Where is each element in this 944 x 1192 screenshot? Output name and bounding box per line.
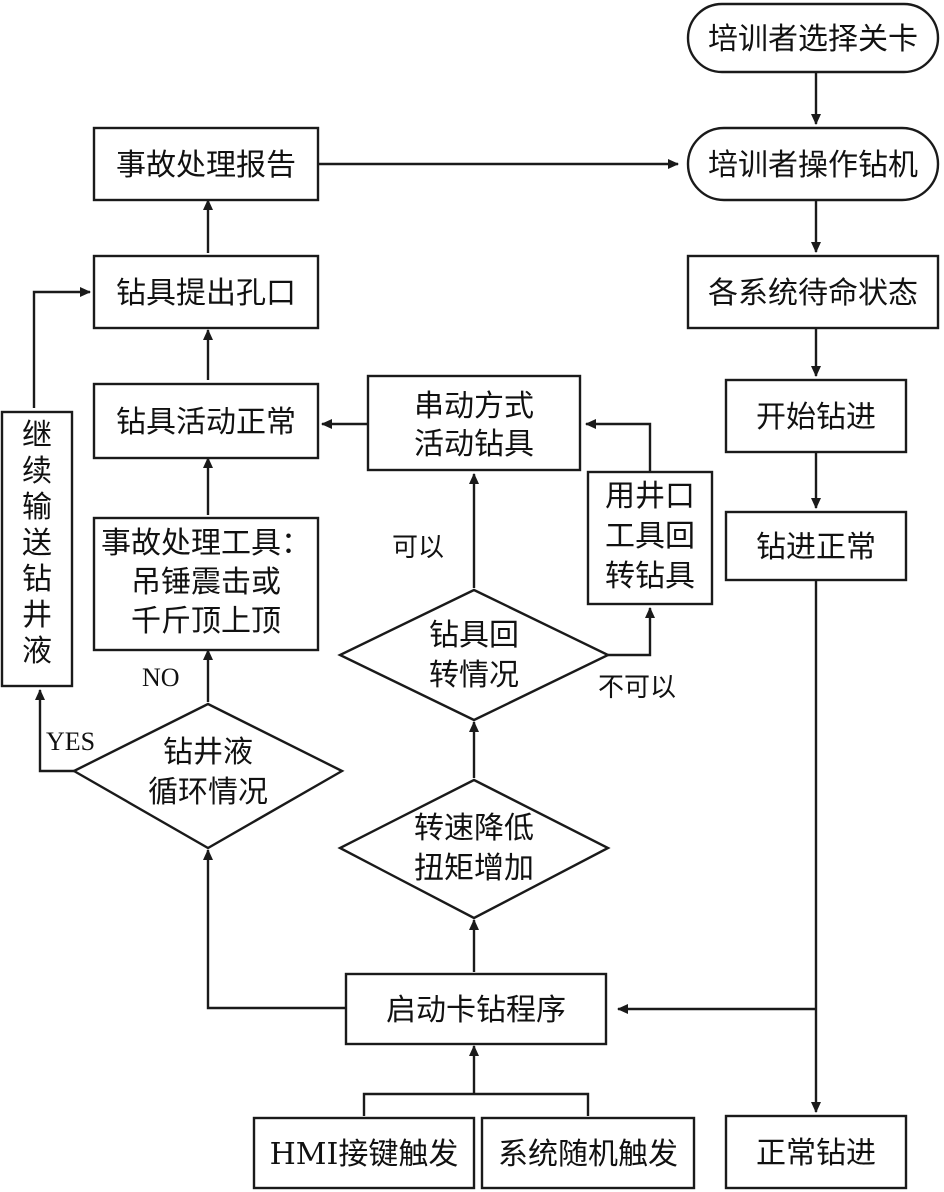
node-continue-fluid: 继 续 输 送 钻 井 液 [0,410,74,688]
node-label-char-4: 送 [22,526,52,561]
node-label-line-2: 转情况 [429,658,519,693]
node-label: 培训者操作钻机 [708,148,918,183]
edge-label-possible: 可以 [392,533,444,563]
edge-continue-to-out [32,287,91,408]
edge-wellhead-to-series [585,419,652,472]
node-fluid-circulation: 钻井液 循环情况 [71,702,345,850]
node-label-char-7: 液 [22,634,52,669]
node-start-stuck-program: 启动卡钻程序 [344,972,608,1046]
node-tool-activity-normal: 钻具活动正常 [92,382,320,460]
edge-labels: YES NO 可以 不可以 [46,533,676,756]
node-label: 正常钻进 [756,1136,876,1171]
node-label: 启动卡钻程序 [386,993,566,1028]
node-tool-out-of-hole: 钻具提出孔口 [92,254,320,330]
node-label-line-1: 钻具回 [429,618,519,653]
node-trainee-operate-rig: 培训者操作钻机 [686,126,940,202]
node-label: 培训者选择关卡 [708,22,918,57]
node-start-drilling: 开始钻进 [724,378,908,454]
node-drilling-normal: 钻进正常 [724,510,908,582]
node-system-random-trigger: 系统随机触发 [480,1116,696,1190]
node-label-char-5: 钻 [22,562,52,597]
node-label: 钻具提出孔口 [116,276,296,311]
node-label-line-1: 转速降低 [414,811,534,846]
edge-label-yes: YES [46,727,95,756]
node-series-activate: 串动方式 活动钻具 [366,374,582,472]
edge-stuck-to-circulation [203,849,346,1010]
node-label-line-1: 钻井液 [163,735,253,770]
node-normal-drilling: 正常钻进 [724,1114,908,1190]
node-label-line-2: 循环情况 [148,775,268,810]
node-systems-standby: 各系统待命状态 [686,254,940,330]
node-label-line-1: 用井口 [605,479,695,514]
node-tool-rotation-status: 钻具回 转情况 [337,588,611,722]
node-label: 系统随机触发 [498,1137,678,1172]
node-accident-report: 事故处理报告 [92,126,320,202]
node-label-char-6: 井 [22,598,52,633]
edge-label-impossible: 不可以 [598,673,676,703]
node-label-line-3: 千斤顶上顶 [131,604,281,639]
node-label: 各系统待命状态 [708,276,918,311]
edge-rotation-to-wellhead [608,607,655,657]
node-label: 钻进正常 [756,530,876,565]
node-wellhead-tool-rotate: 用井口 工具回 转钻具 [586,470,714,606]
connectors [32,72,821,1116]
node-label: HMI接键触发 [270,1137,459,1172]
node-label-line-3: 转钻具 [605,559,695,594]
node-label-line-2: 吊锤震击或 [131,565,281,600]
node-hmi-trigger: HMI接键触发 [252,1116,476,1190]
node-label-char-2: 续 [22,454,52,489]
node-trainee-select-level: 培训者选择关卡 [686,2,940,74]
node-label-line-2: 活动钻具 [414,427,534,462]
node-label: 钻具活动正常 [116,405,296,440]
edge-triggers-bracket [362,1092,590,1116]
node-label-char-3: 输 [22,490,52,525]
node-label-line-1: 串动方式 [414,389,534,424]
node-label: 开始钻进 [756,400,876,435]
edge-circulation-to-continue [35,689,74,773]
node-label: 事故处理报告 [116,148,296,183]
node-speed-torque: 转速降低 扭矩增加 [337,778,611,920]
node-label-line-1: 事故处理工具： [101,526,311,561]
node-label-line-2: 工具回 [605,519,695,554]
edge-label-no: NO [142,663,180,692]
node-label-line-2: 扭矩增加 [414,851,534,886]
node-label-char-1: 继 [22,418,52,453]
node-accident-tools: 事故处理工具： 吊锤震击或 千斤顶上顶 [92,516,320,652]
